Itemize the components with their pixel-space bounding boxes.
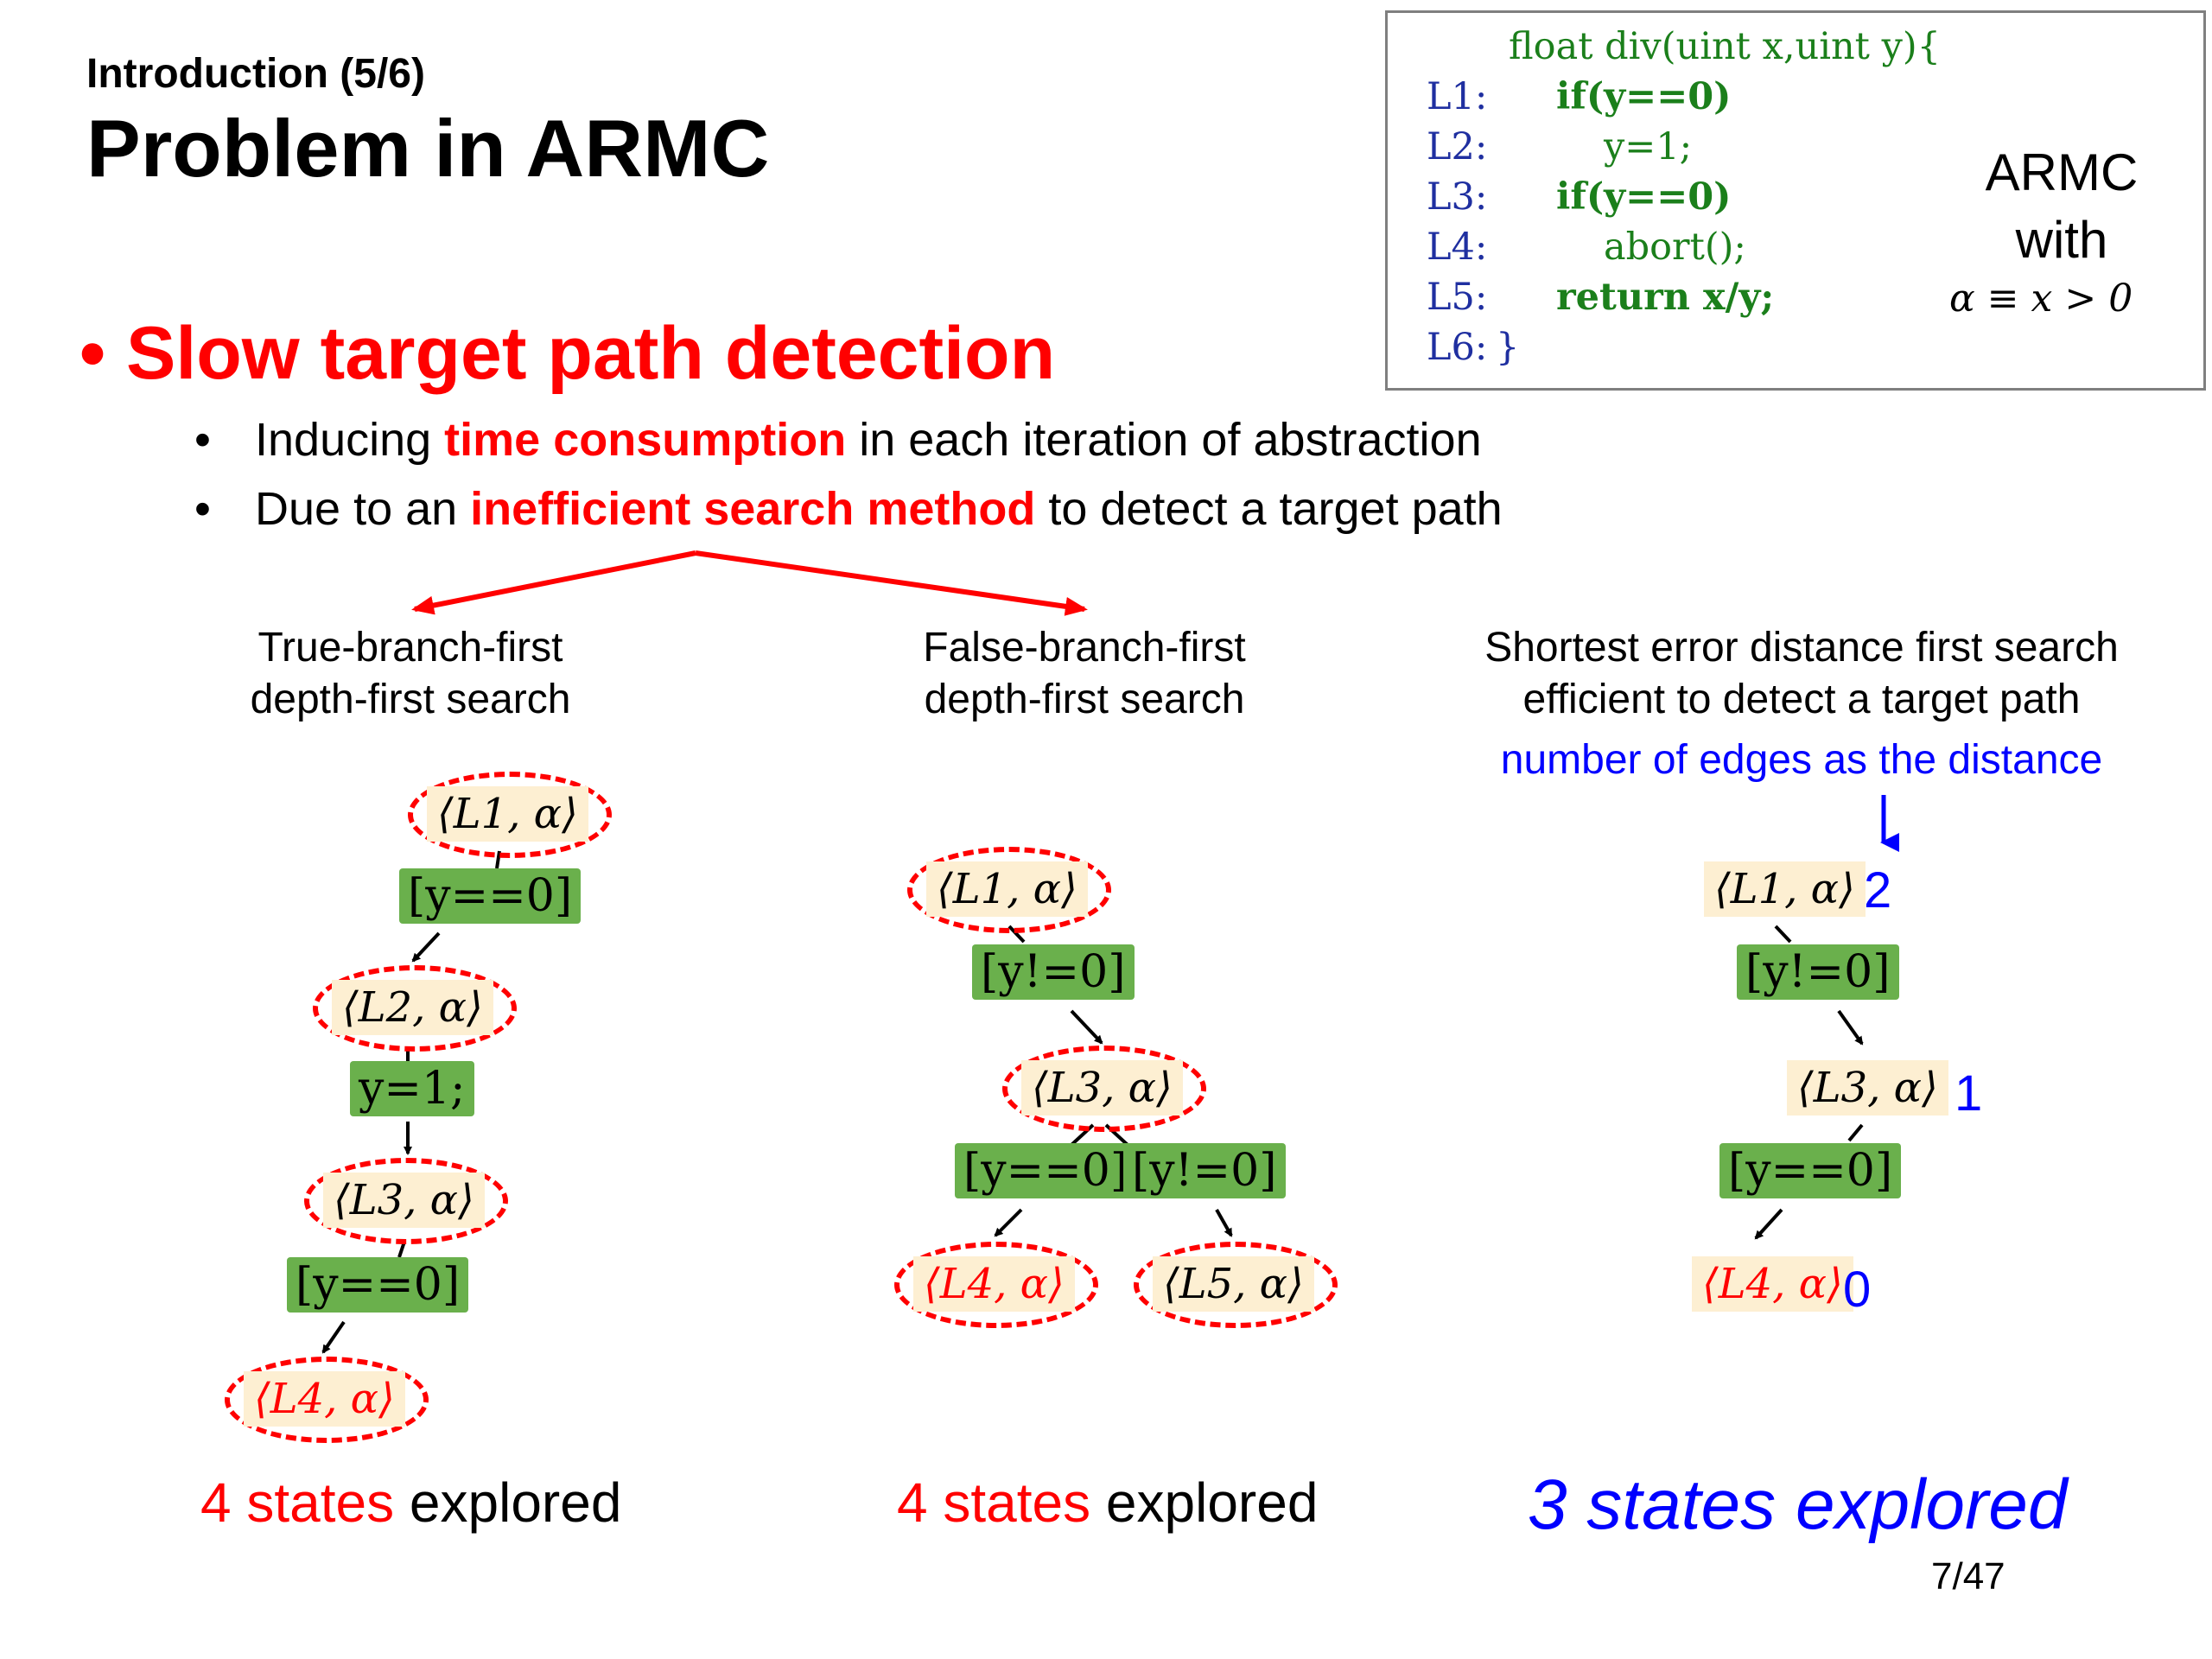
state-highlight-ring bbox=[894, 1242, 1098, 1328]
distance-value: 2 bbox=[1864, 862, 1892, 918]
bullet-dot: • bbox=[79, 312, 127, 395]
state-highlight-ring bbox=[225, 1357, 429, 1443]
code-line-text: y=1; bbox=[1604, 125, 1693, 168]
state-highlight-ring bbox=[313, 965, 517, 1052]
condition-node: [y==0] bbox=[287, 1257, 469, 1313]
condition-node: [y==0] bbox=[955, 1143, 1137, 1198]
left-summary-rest: explored bbox=[394, 1471, 622, 1534]
code-line-text: if(y==0) bbox=[1556, 175, 1732, 219]
code-line-text: abort(); bbox=[1604, 226, 1746, 269]
code-line-text: } bbox=[1496, 326, 1520, 369]
distance-value: 0 bbox=[1843, 1262, 1872, 1318]
state-node: ⟨L3, α⟩ bbox=[323, 1173, 485, 1228]
section-subtitle: Introduction (5/6) bbox=[86, 51, 425, 97]
code-line-number: L3: bbox=[1427, 175, 1488, 219]
distance-value: 1 bbox=[1955, 1065, 1983, 1122]
middle-heading-line-1: False-branch-first bbox=[923, 625, 1246, 671]
code-line-text: if(y==0) bbox=[1556, 75, 1732, 118]
code-line-number: L1: bbox=[1427, 75, 1488, 118]
fork-arrow-left bbox=[411, 550, 696, 615]
main-bullet: • Slow target path detection bbox=[79, 311, 1055, 397]
code-line-number: L2: bbox=[1427, 125, 1488, 168]
sub-bullet-2-highlight: inefficient search method bbox=[470, 483, 1036, 535]
left-heading-line-2: depth-first search bbox=[250, 677, 571, 722]
state-highlight-ring bbox=[304, 1158, 508, 1244]
left-heading-line-1: True-branch-first bbox=[257, 625, 563, 671]
right-summary: 3 states explored bbox=[1528, 1465, 2068, 1544]
state-node: ⟨L5, α⟩ bbox=[1153, 1256, 1314, 1312]
sub-bullet-1-highlight: time consumption bbox=[444, 414, 847, 466]
sub-bullet-2-post: to detect a target path bbox=[1035, 483, 1503, 535]
middle-summary: 4 states explored bbox=[897, 1471, 1318, 1535]
distance-note: number of edges as the distance bbox=[1500, 737, 2103, 783]
bullet-dot: • bbox=[194, 414, 211, 466]
right-heading-line-2: efficient to detect a target path bbox=[1522, 677, 2081, 722]
state-highlight-ring bbox=[408, 772, 612, 858]
condition-node: [y!=0] bbox=[1123, 1143, 1286, 1198]
left-column-heading: True-branch-first depth-first search bbox=[203, 622, 618, 726]
sub-bullet-2: • Due to an inefficient search method to … bbox=[194, 482, 1503, 536]
code-line-number: L6: bbox=[1427, 326, 1488, 369]
page-number: 7/47 bbox=[1931, 1555, 2005, 1598]
bullet-dot: • bbox=[194, 483, 211, 535]
state-node: ⟨L3, α⟩ bbox=[1787, 1060, 1948, 1116]
left-summary: 4 states explored bbox=[200, 1471, 621, 1535]
condition-node: y=1; bbox=[350, 1061, 474, 1116]
state-node: ⟨L4, α⟩ bbox=[244, 1371, 405, 1427]
left-summary-count: 4 states bbox=[200, 1471, 395, 1534]
condition-node: [y!=0] bbox=[1737, 944, 1899, 1000]
condition-node: [y==0] bbox=[1719, 1143, 1902, 1198]
code-line-number: L5: bbox=[1427, 276, 1488, 319]
condition-node: [y!=0] bbox=[972, 944, 1135, 1000]
middle-summary-rest: explored bbox=[1090, 1471, 1319, 1534]
slide-title: Problem in ARMC bbox=[86, 103, 770, 194]
armc-with-label: with bbox=[2015, 211, 2108, 269]
sub-bullet-1: • Inducing time consumption in each itera… bbox=[194, 413, 1482, 467]
armc-label: ARMC bbox=[1985, 143, 2139, 201]
code-line-number: L4: bbox=[1427, 226, 1488, 269]
condition-node: [y==0] bbox=[399, 868, 582, 924]
state-highlight-ring bbox=[907, 847, 1111, 933]
code-line-signature: float div(uint x,uint y){ bbox=[1509, 25, 1942, 68]
state-node: ⟨L3, α⟩ bbox=[1021, 1060, 1183, 1116]
state-highlight-ring bbox=[1134, 1242, 1338, 1328]
middle-column-heading: False-branch-first depth-first search bbox=[873, 622, 1296, 726]
middle-heading-line-2: depth-first search bbox=[924, 677, 1245, 722]
right-column-heading: Shortest error distance first search eff… bbox=[1452, 622, 2152, 786]
code-box: float div(uint x,uint y){ L1: if(y==0) L… bbox=[1385, 10, 2206, 391]
state-node: ⟨L1, α⟩ bbox=[1704, 861, 1866, 917]
alpha-definition: α ≡ x > 0 bbox=[1949, 276, 2133, 321]
state-node: ⟨L2, α⟩ bbox=[332, 980, 493, 1035]
sub-bullet-1-post: in each iteration of abstraction bbox=[846, 414, 1482, 466]
state-node: ⟨L4, α⟩ bbox=[913, 1256, 1075, 1312]
main-bullet-text: Slow target path detection bbox=[126, 312, 1056, 395]
state-node: ⟨L4, α⟩ bbox=[1692, 1256, 1853, 1312]
code-line-text: return x/y; bbox=[1556, 276, 1775, 319]
sub-bullet-1-pre: Inducing bbox=[255, 414, 445, 466]
state-node: ⟨L1, α⟩ bbox=[427, 786, 588, 842]
right-heading-line-1: Shortest error distance first search bbox=[1484, 625, 2119, 671]
middle-summary-count: 4 states bbox=[897, 1471, 1091, 1534]
sub-bullet-2-pre: Due to an bbox=[255, 483, 471, 535]
fork-arrow-right bbox=[695, 550, 1088, 616]
state-node: ⟨L1, α⟩ bbox=[926, 861, 1088, 917]
state-highlight-ring bbox=[1002, 1046, 1206, 1132]
